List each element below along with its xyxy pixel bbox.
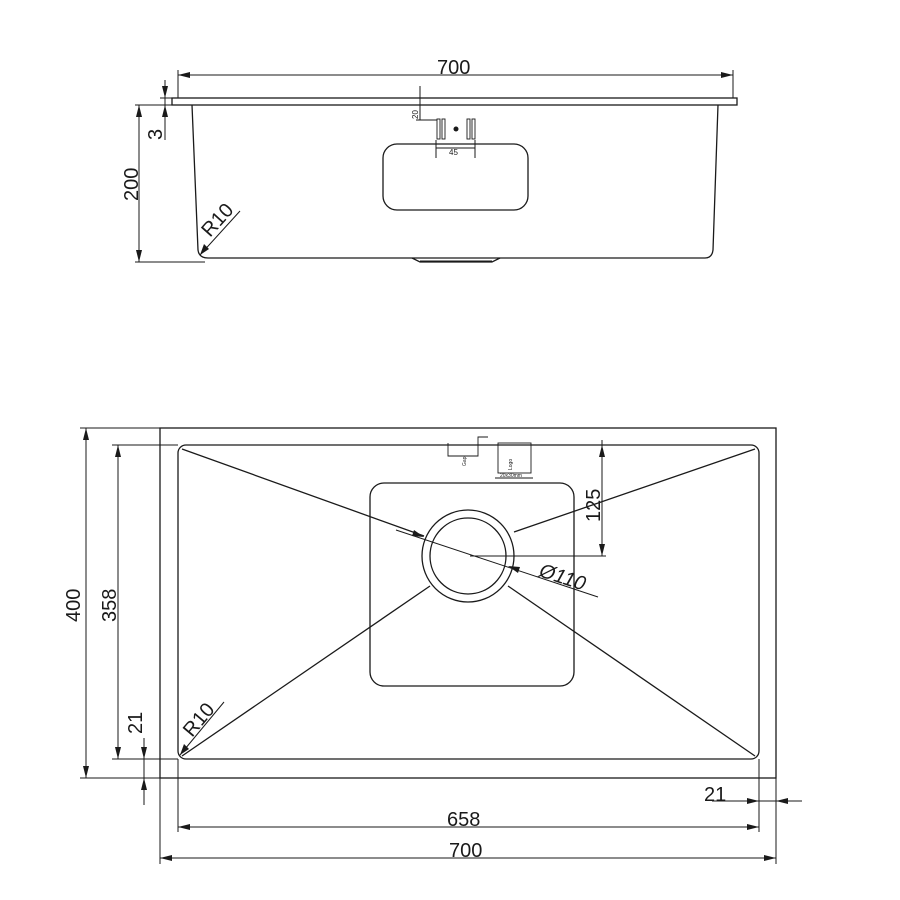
gap-logo-marks: Gap Logo 20x30mm (447, 436, 533, 479)
drain-plate (369, 482, 575, 687)
logo-box (497, 442, 532, 474)
bowl-height-label: 358 (99, 589, 121, 622)
top-view: Gap Logo 20x30mm 125 Ø110 R10 400 (63, 427, 802, 864)
right-offset-label: 21 (704, 784, 726, 806)
side-drain-outlet (411, 257, 501, 263)
side-bowl-outline (191, 104, 719, 259)
outer-height-label: 400 (63, 589, 85, 622)
side-view: 20 45 700 3 200 R10 (121, 57, 738, 263)
side-overflow-slots (436, 118, 476, 140)
logo-size-label: 20x30mm (500, 473, 522, 479)
slope-lines (181, 448, 756, 757)
overflow-width-label: 45 (449, 148, 458, 157)
overflow-height-label: 20 (411, 110, 420, 119)
bottom-offset-label: 21 (125, 712, 147, 734)
drain-depth-label: 125 (583, 489, 605, 522)
gap-label: Gap (462, 456, 468, 466)
flange-thickness-label: 3 (145, 129, 167, 140)
top-outer-flange (159, 427, 777, 779)
top-bowl (177, 444, 760, 760)
bowl-width-label: 658 (447, 809, 480, 831)
side-flange (171, 97, 738, 106)
top-width-label: 700 (449, 840, 482, 862)
logo-label: Logo (508, 459, 514, 470)
side-width-label: 700 (437, 57, 470, 79)
side-radius-label: R10 (197, 199, 238, 241)
side-overflow-opening (382, 143, 529, 211)
drain-diameter-label: Ø110 (536, 560, 589, 596)
side-depth-label: 200 (121, 168, 143, 201)
